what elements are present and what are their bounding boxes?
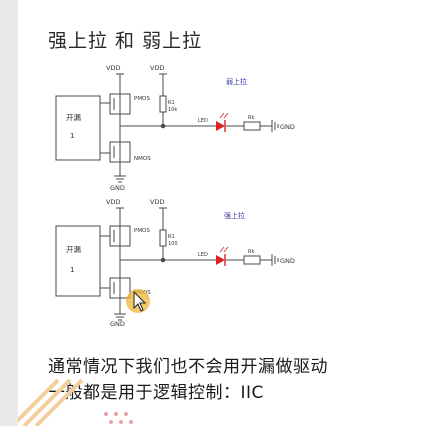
body-line-2: 一般都是用于逻辑控制：IIC [48, 383, 264, 403]
open-drain-index: 1 [70, 266, 74, 274]
open-drain-box [55, 225, 101, 297]
gnd-label: GND [280, 257, 295, 265]
pmos-transistor [109, 225, 131, 247]
slide: 强上拉 和 弱上拉 [18, 0, 432, 426]
open-drain-label: 开漏 [66, 112, 81, 122]
pmos-label: PMOS [134, 96, 150, 102]
pmos-transistor [109, 93, 131, 115]
circuit-caption: 弱上拉 [226, 77, 247, 86]
pmos-label: PMOS [134, 228, 150, 234]
decor-dots-icon [104, 412, 133, 424]
open-drain-box [55, 95, 101, 161]
decor-pattern-icon [18, 378, 84, 426]
gnd-label: GND [110, 320, 125, 328]
vdd-label: VDD [106, 64, 120, 72]
series-resistor-label: Rk [248, 249, 254, 255]
nmos-transistor [109, 277, 131, 299]
circuit-weak-pullup [55, 73, 279, 183]
vdd-label: VDD [150, 198, 164, 206]
resistor-name: R1 [168, 100, 175, 106]
gnd-label: GND [280, 123, 295, 131]
led-label: LED [198, 118, 208, 124]
pointer-cursor-icon [126, 289, 150, 313]
resistor-value: 10k [168, 107, 177, 113]
nmos-label: NMOS [134, 156, 151, 162]
resistor-value: 100 [168, 241, 178, 247]
circuit-diagrams: VDD VDD PMOS NMOS R1 10k LED Rk GND GND … [55, 64, 295, 328]
vdd-label: VDD [106, 198, 120, 206]
series-resistor-label: Rk [248, 115, 254, 121]
led-2 [216, 246, 229, 266]
led-1 [216, 112, 229, 132]
open-drain-index: 1 [70, 132, 74, 140]
circuit-strong-pullup [55, 207, 279, 321]
nmos-transistor [109, 141, 131, 163]
led-label: LED [198, 252, 208, 258]
gnd-label: GND [110, 184, 125, 192]
body-line-1: 通常情况下我们也不会用开漏做驱动 [48, 357, 328, 377]
resistor-name: R1 [168, 234, 175, 240]
open-drain-label: 开漏 [66, 244, 81, 254]
vdd-label: VDD [150, 64, 164, 72]
circuit-caption: 强上拉 [224, 211, 245, 220]
slide-title: 强上拉 和 弱上拉 [48, 30, 203, 52]
